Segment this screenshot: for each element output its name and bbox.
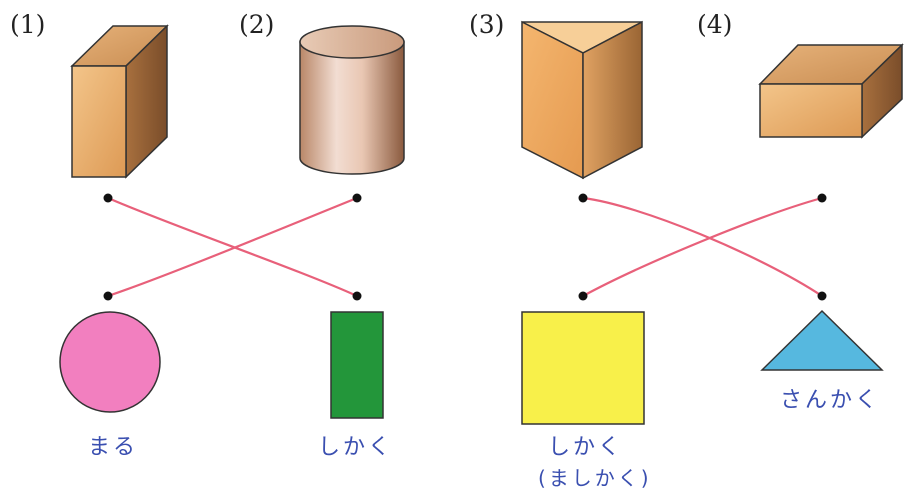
shape-square: [521, 311, 645, 425]
shape-rectangle: [330, 311, 384, 419]
line-3-to-triangle: [581, 196, 824, 298]
line-2-to-circle: [106, 196, 359, 298]
shape-circle: [59, 311, 161, 413]
problem-number-1: (1): [10, 10, 46, 39]
answer-3-text: しかく: [548, 435, 624, 460]
connection-dots: [103, 193, 827, 301]
solid-cylinder: [299, 25, 405, 175]
problem-number-4: (4): [697, 10, 733, 39]
shape-triangle: [760, 309, 884, 371]
solid-triangular-prism: [521, 20, 643, 180]
problem-number-3: (3): [469, 10, 505, 39]
solid-rectangular-prism-tall: [70, 24, 169, 179]
answer-2-text: しかく: [318, 435, 394, 460]
problem-number-2: (2): [239, 10, 275, 39]
line-4-to-square: [581, 196, 824, 298]
solid-rectangular-box-flat: [758, 43, 904, 139]
answer-3-note: (ましかく): [538, 466, 652, 490]
answer-lines: [106, 196, 824, 298]
answer-4-text: さんかく: [780, 388, 881, 413]
answer-1-text: まる: [88, 435, 139, 460]
